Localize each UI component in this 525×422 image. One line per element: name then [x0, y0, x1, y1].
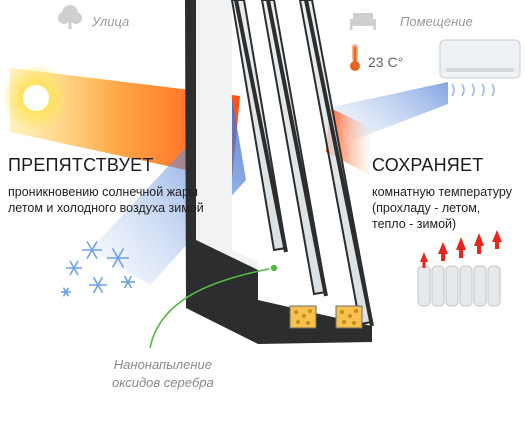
room-temperature: 23 C° — [368, 54, 404, 70]
tree-icon — [58, 5, 82, 29]
thermometer-icon — [350, 44, 360, 71]
spacer-desiccant — [289, 305, 363, 329]
blocks-description: проникновению солнечной жары летом и хол… — [8, 185, 204, 215]
radiator-icon — [417, 230, 502, 307]
room-heat-beam — [326, 108, 372, 176]
bed-icon — [350, 13, 376, 30]
inside-label: Помещение — [400, 14, 473, 29]
keeps-description: комнатную температуру (прохладу - летом,… — [372, 185, 512, 231]
keeps-heading: СОХРАНЯЕТ — [372, 155, 484, 175]
air-conditioner-icon — [439, 39, 521, 97]
snowflake-icon — [61, 240, 135, 297]
coating-note: Нанонапыление оксидов серебра — [112, 357, 214, 390]
blocks-heading: ПРЕПЯТСТВУЕТ — [8, 155, 154, 175]
window-frame — [185, 0, 374, 344]
outside-label: Улица — [92, 14, 130, 29]
coating-pointer — [149, 263, 279, 349]
sun-icon — [2, 64, 70, 132]
